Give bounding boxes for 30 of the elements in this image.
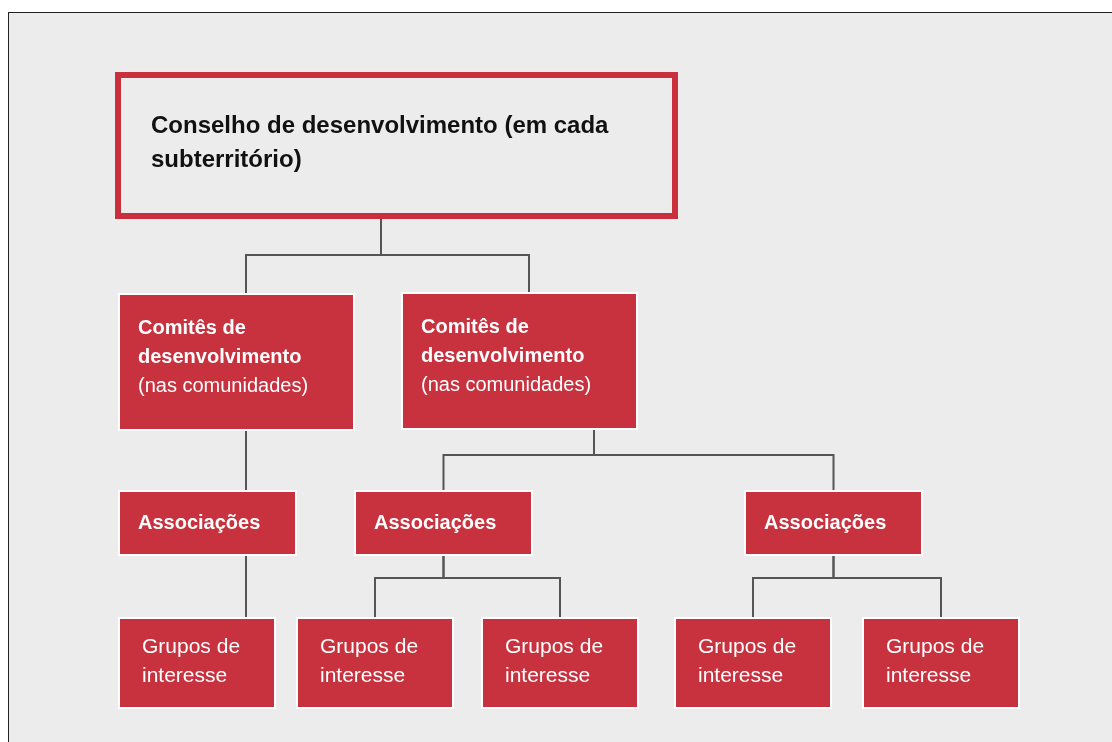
- org-box: [118, 617, 276, 709]
- node-title: Associações: [374, 510, 498, 535]
- org-box: [118, 490, 297, 556]
- connector-line: [832, 555, 942, 618]
- connector-line: [442, 555, 561, 618]
- node-title: Comitês de desenvolvimento: [421, 314, 586, 368]
- node-title: Conselho de desenvolvimento (em cada subterritório): [151, 110, 610, 174]
- org-box: [862, 617, 1020, 709]
- org-box: [296, 617, 454, 709]
- org-box: [354, 490, 533, 556]
- node-title: Comitês de desenvolvimento: [138, 315, 303, 369]
- connector-line: [593, 429, 835, 491]
- connector-line: [245, 430, 247, 491]
- org-box: [401, 292, 638, 430]
- org-box: [674, 617, 832, 709]
- org-box: [744, 490, 923, 556]
- node-title: Grupos de interesse: [505, 633, 605, 688]
- node-title: Grupos de interesse: [886, 633, 986, 688]
- node-title: Associações: [138, 510, 262, 535]
- org-box: [118, 293, 355, 431]
- node-title: Associações: [764, 510, 888, 535]
- org-box: [481, 617, 639, 709]
- node-title: Grupos de interesse: [320, 633, 420, 688]
- council-box: [115, 72, 678, 219]
- connector-line: [380, 218, 530, 293]
- node-subtitle: (nas comunidades): [138, 373, 310, 398]
- node-subtitle: (nas comunidades): [421, 372, 593, 397]
- connector-line: [245, 555, 247, 618]
- node-title: Grupos de interesse: [698, 633, 798, 688]
- node-title: Grupos de interesse: [142, 633, 242, 688]
